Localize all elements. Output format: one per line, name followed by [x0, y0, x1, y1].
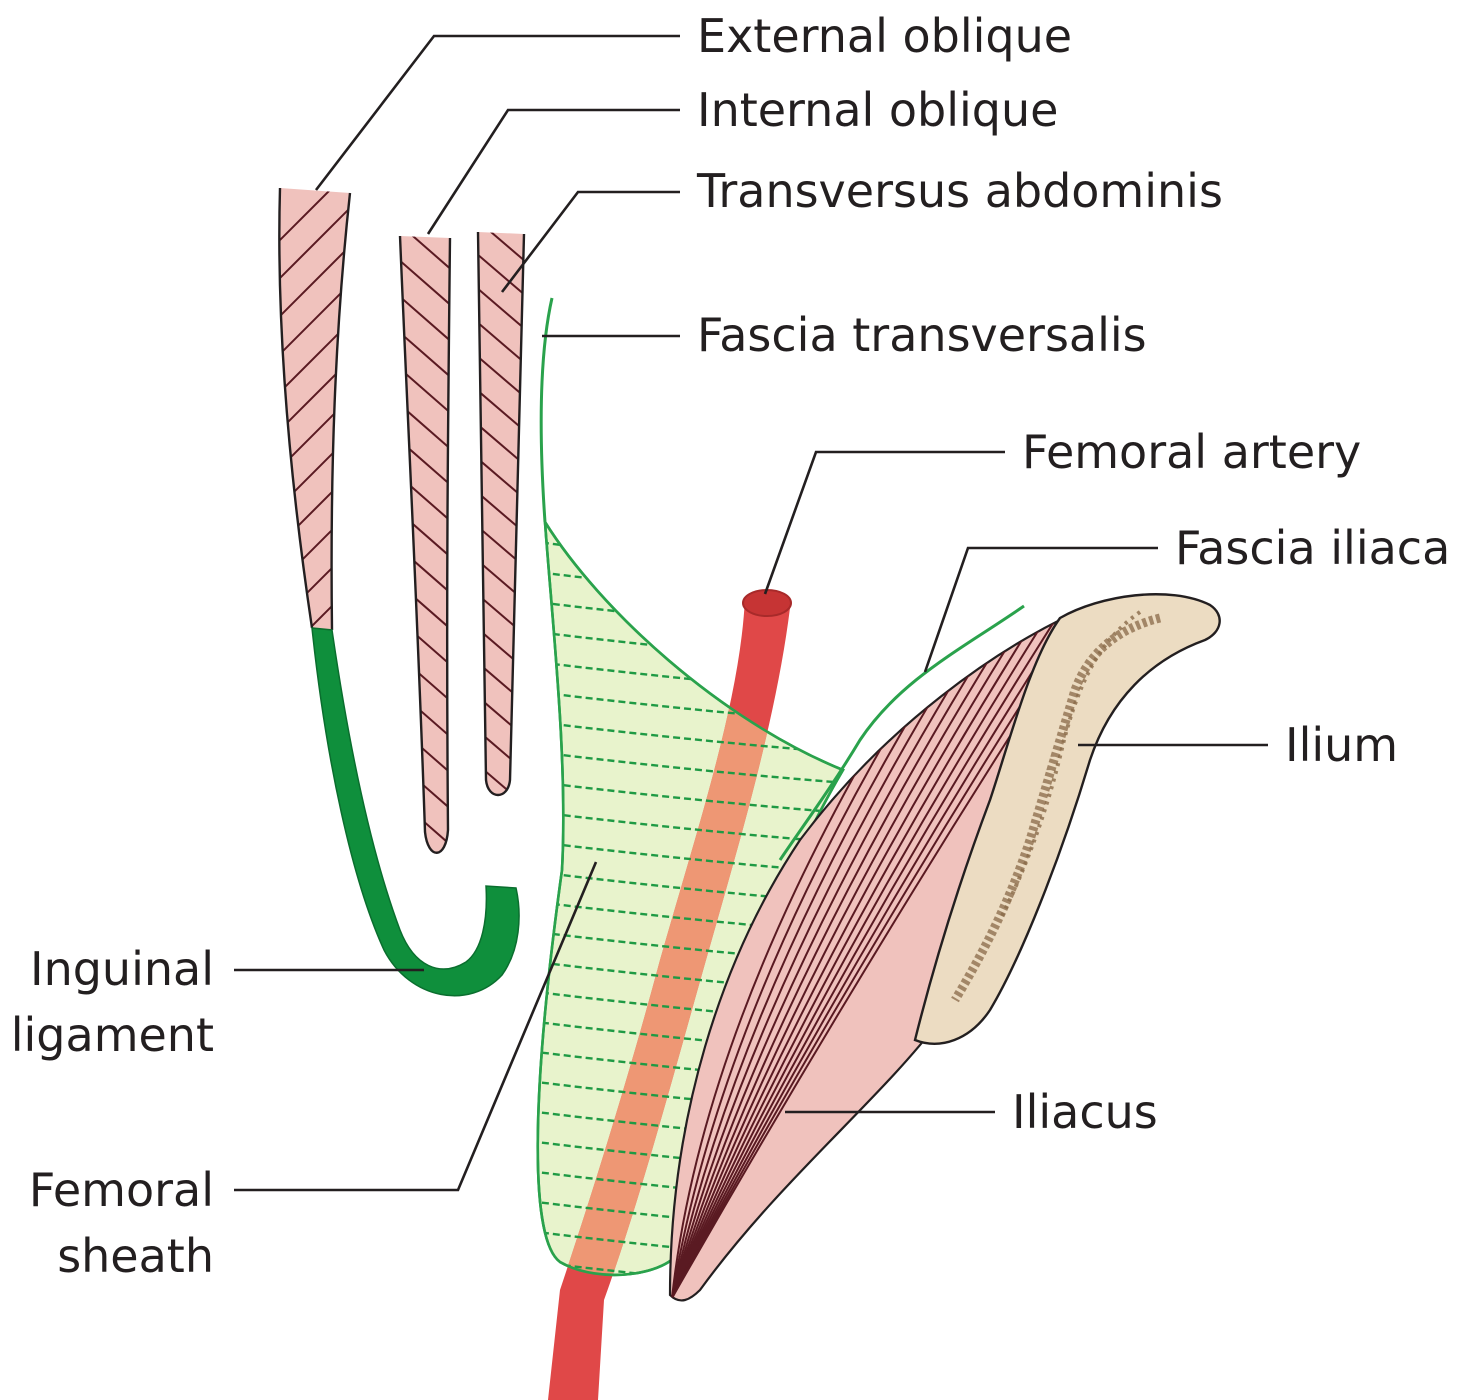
label-internal-oblique: Internal oblique [697, 83, 1058, 137]
label-fascia-iliaca: Fascia iliaca [1175, 521, 1450, 575]
leader-external-oblique [316, 36, 680, 190]
label-femoral-artery: Femoral artery [1022, 425, 1361, 479]
label-ilium: Ilium [1285, 718, 1398, 772]
label-external-oblique: External oblique [697, 9, 1072, 63]
label-fascia-transversalis: Fascia transversalis [697, 308, 1147, 362]
muscle-fiber [470, 180, 540, 240]
label-inguinal-ligament-line1: Inguinal [30, 942, 214, 996]
internal-oblique [390, 180, 470, 934]
external-oblique [260, 150, 370, 792]
muscle-fiber [470, 826, 540, 886]
label-iliacus: Iliacus [1012, 1085, 1158, 1139]
label-inguinal-ligament-line2: ligament [11, 1008, 214, 1062]
muscle-fiber [390, 864, 470, 934]
label-femoral-sheath-line2: sheath [57, 1229, 214, 1283]
fascia-transversalis [541, 298, 552, 522]
leader-transversus-abdominis [502, 192, 680, 292]
leader-internal-oblique [428, 110, 680, 234]
muscle-fiber [470, 792, 540, 852]
transversus-abdominis [470, 180, 540, 886]
leader-femoral-artery [765, 452, 1005, 594]
label-femoral-sheath-line1: Femoral [29, 1163, 214, 1217]
label-transversus-abdominis: Transversus abdominis [696, 164, 1223, 218]
